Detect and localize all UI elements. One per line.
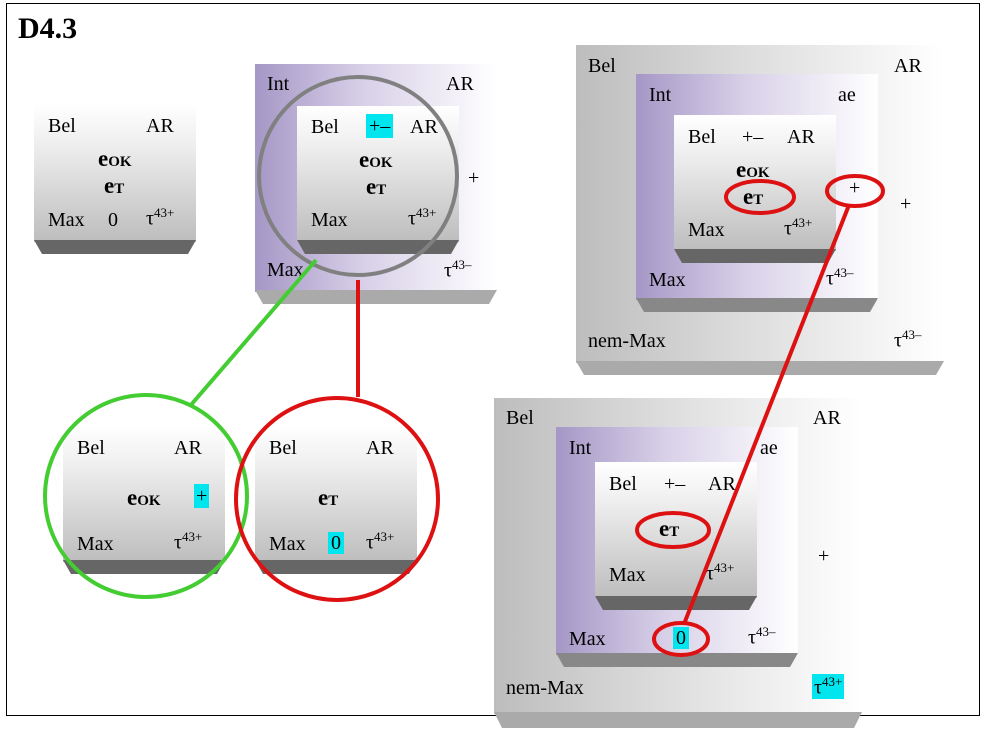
box-e-shelf	[255, 560, 417, 574]
box-e-et: eT	[318, 485, 339, 510]
slide-frame	[6, 3, 980, 716]
box-d-plus: +	[194, 484, 210, 508]
box-a-max: Max	[48, 209, 85, 231]
box-d-bel: Bel	[77, 437, 105, 459]
box-b-plusminus: +–	[366, 114, 394, 138]
box-f-int-label: Int	[569, 437, 592, 459]
box-c-et: eT	[743, 184, 764, 209]
red-ellipse-c-et	[724, 179, 796, 215]
box-a	[34, 104, 196, 242]
box-c-inner-ar: AR	[787, 126, 815, 148]
box-c-eok: eOK	[736, 157, 770, 182]
box-c-inner-bel-label: Bel	[688, 126, 716, 148]
box-f-plus: +	[818, 545, 830, 567]
box-c-int-label: Int	[649, 84, 672, 106]
box-b-bel-label: Bel	[311, 116, 339, 138]
box-b-ar: AR	[446, 73, 474, 95]
box-b-bel-tau: τ43+	[408, 205, 437, 230]
box-f-zero: 0	[673, 627, 689, 649]
box-f-plusminus: +–	[664, 473, 686, 495]
box-a-eok: eOK	[98, 146, 132, 171]
box-f-int-max: Max	[569, 628, 606, 650]
box-b-bel-ar: AR	[410, 116, 438, 138]
box-a-ar: AR	[146, 115, 174, 137]
box-c-inner-tau: τ43+	[784, 215, 813, 240]
box-d-eok: eOK	[127, 485, 161, 510]
box-f-inner-max: Max	[609, 564, 646, 586]
box-e-bel: Bel	[269, 437, 297, 459]
box-f-tau: τ43+	[812, 674, 845, 699]
box-d-shelf	[63, 560, 225, 574]
box-b-tau: τ43–	[444, 257, 472, 282]
box-d-ar: AR	[174, 437, 202, 459]
box-f-et: eT	[659, 516, 680, 541]
red-connector-right	[682, 204, 851, 625]
box-b-max: Max	[267, 259, 304, 281]
box-b-bel-max: Max	[311, 209, 348, 231]
box-f-ar: AR	[813, 407, 841, 429]
box-f-inner-tau: τ43+	[706, 560, 735, 585]
slide-title: D4.3	[18, 12, 78, 45]
red-ellipse-f-zero	[652, 621, 710, 657]
green-highlight-circle	[43, 393, 249, 599]
box-f-inner-bel	[595, 462, 757, 598]
green-connector	[188, 258, 318, 408]
box-c-ae: ae	[838, 84, 856, 106]
box-c-plus: +	[900, 193, 912, 215]
box-e-tau: τ43+	[366, 529, 395, 554]
box-e-max: Max	[269, 533, 306, 555]
gray-highlight-circle	[257, 75, 459, 277]
box-c-tau: τ43–	[894, 327, 922, 352]
box-f-bel: Bel	[506, 407, 534, 429]
box-f-int-shelf	[556, 653, 798, 667]
box-f-inner-shelf	[595, 596, 757, 610]
box-a-et: eT	[104, 173, 125, 198]
box-d-tau: τ43+	[174, 529, 203, 554]
box-b-shelf	[255, 290, 497, 304]
box-d-max: Max	[77, 533, 114, 555]
box-b-bel-shelf	[297, 240, 459, 254]
box-a-tau: τ43+	[146, 205, 175, 230]
box-b-int-label: Int	[267, 73, 290, 95]
box-f-shelf	[494, 712, 862, 728]
red-ellipse-f-et	[635, 511, 711, 549]
red-ellipse-c-plus	[825, 174, 885, 208]
box-c-plusminus: +–	[742, 126, 764, 148]
box-c-shelf	[576, 361, 944, 375]
box-e-zero: 0	[328, 532, 344, 554]
box-c-int-shelf	[636, 298, 878, 312]
box-f-ae: ae	[760, 437, 778, 459]
box-f-nem-max: nem-Max	[506, 677, 584, 699]
box-f-int-tau: τ43–	[748, 624, 776, 649]
box-b-eok: eOK	[359, 147, 393, 172]
box-f-inner-ar: AR	[708, 473, 736, 495]
box-a-bel: Bel	[48, 115, 76, 137]
box-c-inner-shelf	[674, 249, 836, 263]
box-c-inner-max: Max	[688, 219, 725, 241]
box-c-bel: Bel	[588, 55, 616, 77]
red-highlight-circle-left	[234, 396, 440, 602]
box-c-int-plus: +	[849, 177, 861, 199]
box-b-et: eT	[366, 174, 387, 199]
box-b-plus: +	[468, 167, 480, 189]
box-a-zero: 0	[108, 209, 118, 231]
box-c-nem-max: nem-Max	[588, 330, 666, 352]
box-c-int-tau: τ43–	[826, 265, 854, 290]
box-c-ar: AR	[894, 55, 922, 77]
box-a-shelf	[34, 240, 196, 254]
box-e-ar: AR	[366, 437, 394, 459]
box-f-inner-bel-label: Bel	[609, 473, 637, 495]
box-c-int-max: Max	[649, 269, 686, 291]
